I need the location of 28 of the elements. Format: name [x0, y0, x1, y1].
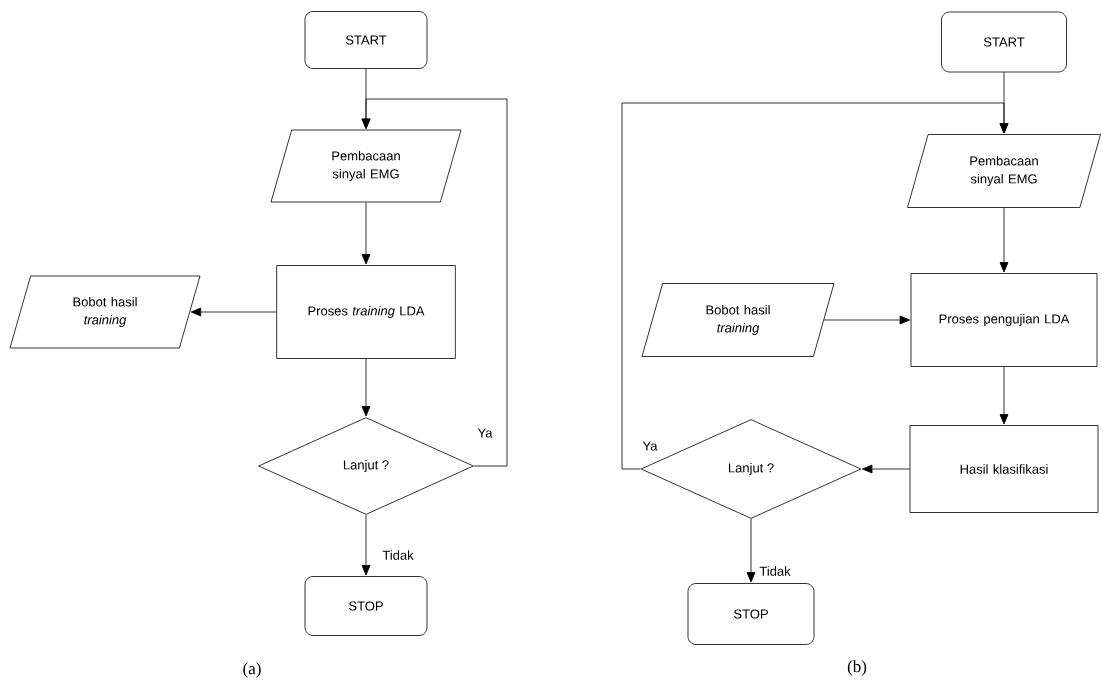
input-output-parallelogram: Pembacaan sinyal EMG [270, 129, 462, 203]
edge-label: Ya [641, 440, 659, 452]
process-box: Hasil klasifikasi [909, 425, 1099, 513]
terminal-box: START [941, 11, 1067, 73]
caption: (a) [243, 662, 261, 678]
terminal-box: STOP [304, 576, 428, 636]
arrow [361, 202, 371, 265]
process-box: Proses pengujian LDA [910, 273, 1098, 367]
terminal-box: START [304, 11, 428, 69]
edge-label: Tidak [381, 549, 415, 561]
arrow [361, 98, 508, 467]
terminal-box: STOP [687, 583, 815, 645]
arrow [621, 102, 1009, 470]
caption: (b) [847, 660, 867, 676]
arrow [862, 464, 910, 474]
arrow [361, 514, 371, 576]
arrow [746, 518, 756, 583]
input-output-parallelogram: Pembacaan sinyal EMG [907, 134, 1101, 208]
edge-label: Tidak [758, 565, 792, 577]
process-box: Proses training LDA [276, 265, 456, 359]
arrow [361, 358, 371, 417]
input-output-parallelogram: Bobot hasil training [641, 283, 835, 357]
arrow [190, 307, 277, 317]
edge-label: Ya [476, 427, 494, 439]
arrow [999, 366, 1009, 425]
arrow [999, 207, 1009, 273]
input-output-parallelogram: Bobot hasil training [9, 275, 201, 349]
arrow [823, 315, 910, 325]
